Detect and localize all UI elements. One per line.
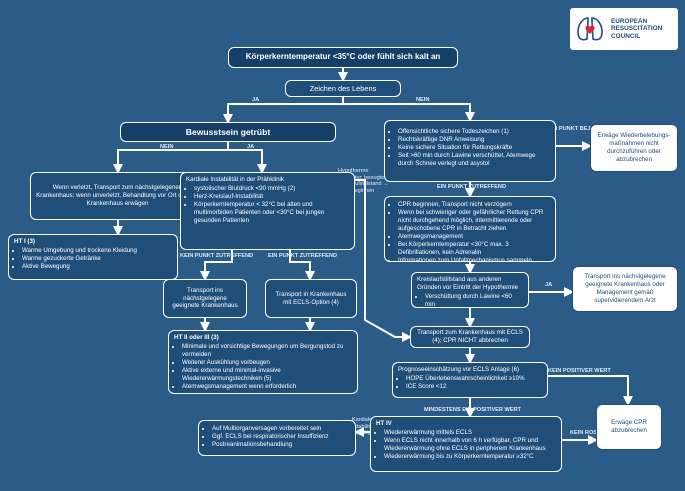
cardiac-box: Kardiale Instabilität in der Prähklinik …: [180, 172, 355, 250]
lungs-heart-icon: [577, 17, 603, 41]
transport-near-text: Transport ins nächstgelegene geeignete K…: [172, 286, 238, 310]
transport-near-box: Transport ins nächstgelegene geeignete K…: [163, 279, 247, 318]
arrest-box: Kreislaufstillstand aus anderen Gründen …: [411, 272, 529, 308]
ht23-title: HT II oder III (3): [174, 334, 219, 341]
transport-small-text: Wenn verletzt, Transport zum nächstgeleg…: [36, 184, 199, 207]
prognosis-item: ICE Score <12: [406, 383, 542, 391]
ht1-title: HT I (3): [14, 238, 35, 245]
start-box: Körperkerntemperatur <35°C oder fühlt si…: [228, 47, 458, 68]
vital-signs-text: Zeichen des Lebens: [309, 83, 377, 93]
stop-cpr-text: Erwäge CPR abzubrechen: [611, 419, 647, 434]
cpr-item: Wenn bei schwieriger oder gefährlicher R…: [398, 209, 550, 233]
label-ein-punkt: EIN PUNKT ZUTREFFEND: [268, 253, 337, 259]
transport-small-box: Wenn verletzt, Transport zum nächstgeleg…: [30, 172, 205, 220]
label-kein-rosc: KEIN ROSC: [570, 430, 602, 436]
ht23-item: Weiterer Auskühlung vorbeugen: [182, 359, 352, 367]
stop-resus-text: Erwäge Wiederbelebungs-maßnahmen nicht d…: [597, 132, 671, 163]
label-hypothermie: Hypotherme bedingter, beeugter Kreislauf…: [338, 168, 389, 195]
transport-ecls-box: Transport in Krankenhaus mit ECLS-Option…: [265, 279, 357, 318]
ht1-item: Warme Umgebung und trockene Kleidung: [22, 247, 172, 255]
conscious-box: Bewusstsein getrübt: [120, 122, 336, 142]
prognosis-item: HOPE Überlebenswahrscheinlichkeit ≥10%: [406, 375, 542, 383]
label-ja-3: JA: [545, 282, 553, 288]
cpr-item: CPR beginnen, Transport nicht verzögern: [398, 201, 550, 209]
transport-right-text: Transport ins nächstgelegene geeignete K…: [584, 273, 666, 304]
post-care-item: Postreanimationsbehandlung: [212, 441, 350, 449]
ht4-item: Wenn ECLS nicht innerhalb von 6 h verfüg…: [384, 437, 556, 453]
ht1-box: HT I (3) Warme Umgebung und trockene Kle…: [8, 234, 178, 280]
conscious-text: Bewusstsein getrübt: [185, 126, 271, 137]
ecls-transport-box: Transport zum Krankenhaus mit ECLS (4); …: [410, 326, 530, 348]
ht4-box: HT IV Wiedererwärmung mittels ECLS Wenn …: [370, 416, 562, 472]
ht1-item: Warme gezuckerte Getränke: [22, 255, 172, 263]
post-care-item: Ggf. ECLS bei respiratorischer Insuffizi…: [212, 433, 350, 441]
logo-line-2: RESUSCITATION: [611, 25, 663, 33]
label-kardiale: Kardiale Instabilität beseitigt: [349, 417, 375, 437]
cpr-item: Informationen zum Unfallmechanismus samm…: [398, 257, 550, 265]
ht23-item: Minimale und vorsichtige Bewegungen um B…: [182, 343, 352, 359]
label-kein-positiver: KEIN POSITIVER WERT: [548, 368, 611, 374]
prognosis-box: Prognoseeinschätzung vor ECLS Anlage (6)…: [392, 362, 548, 398]
label-ja-1: JA: [252, 97, 260, 103]
label-punkt-zutreffend: EIN PUNKT ZUTREFFEND: [437, 184, 506, 190]
label-nein-2: NEIN: [160, 144, 174, 150]
ht1-item: Aktive Bewegung: [22, 263, 172, 271]
death-item: Seit >60 min durch Lawine verschüttet, A…: [398, 152, 550, 168]
stop-cpr-box: Erwäge CPR abzubrechen: [596, 404, 662, 450]
post-care-box: Auf Multiorganversagen vorbereitet sein …: [198, 420, 356, 456]
vital-signs-box: Zeichen des Lebens: [285, 80, 401, 97]
logo-line-1: EUROPEAN: [611, 17, 648, 25]
cardiac-title: Kardiale Instabilität in der Prähklinik: [186, 176, 285, 183]
label-ja-2: JA: [247, 144, 255, 150]
arrest-title: Kreislaufstillstand aus anderen Gründen …: [417, 276, 519, 291]
ht4-item: Wiedererwärmung mittels ECLS: [384, 429, 556, 437]
cardiac-item: Herz-Kreislauf-Instabilität: [194, 193, 349, 201]
cardiac-item: systolischer Blutdruck <90 mmHg (2): [194, 185, 349, 193]
label-nein-1: NEIN: [416, 97, 430, 103]
death-signs-box: Offensichtliche sichere Todeszeichen (1)…: [384, 120, 556, 182]
ht23-box: HT II oder III (3) Minimale und vorsicht…: [168, 330, 358, 394]
label-punkt-bejaht: EIN PUNKT BEJAHT: [548, 126, 603, 132]
cpr-box: CPR beginnen, Transport nicht verzögern …: [384, 196, 556, 265]
cpr-item: Bei Körperkerntemperatur <30°C max. 3 De…: [398, 241, 550, 257]
ht4-title: HT IV: [376, 420, 392, 427]
ht23-item: Atemwegsmanagement wenn erforderlich: [182, 383, 352, 391]
cardiac-item: Körperkerntemperatur < 32°C bei alten un…: [194, 201, 349, 225]
stop-resus-box: Erwäge Wiederbelebungs-maßnahmen nicht d…: [590, 124, 678, 172]
prognosis-title: Prognoseeinschätzung vor ECLS Anlage (6): [398, 366, 520, 373]
ht23-item: Aktive externe und minimal-invasive Wied…: [182, 367, 352, 383]
erc-logo: EUROPEAN RESUSCITATION COUNCIL: [570, 8, 678, 50]
ht4-item: Wiedererwärmung bis zu Körperkerntempera…: [384, 453, 556, 461]
start-text: Körperkerntemperatur <35°C oder fühlt si…: [245, 52, 441, 62]
ecls-transport-text: Transport zum Krankenhaus mit ECLS (4); …: [417, 329, 523, 344]
transport-right-box: Transport ins nächstgelegene geeignete K…: [572, 266, 678, 312]
cpr-item: Atemwegsmanagement: [398, 233, 550, 241]
transport-ecls-text: Transport in Krankenhaus mit ECLS-Option…: [275, 290, 347, 306]
post-care-item: Auf Multiorganversagen vorbereitet sein: [212, 425, 350, 433]
death-item: Keine sichere Situation für Rettungskräf…: [398, 144, 550, 152]
death-item: Offensichtliche sichere Todeszeichen (1): [398, 128, 550, 136]
death-item: Rechtskräftige DNR Anweisung: [398, 136, 550, 144]
logo-line-3: COUNCIL: [611, 32, 641, 40]
label-kein-punkt: KEIN PUNKT ZUTREFFEND: [180, 253, 254, 259]
label-mindestens: MINDESTENS EIN POSITIVER WERT: [424, 407, 521, 413]
arrest-item: Verschüttung durch Lawine <60 min: [425, 293, 523, 309]
